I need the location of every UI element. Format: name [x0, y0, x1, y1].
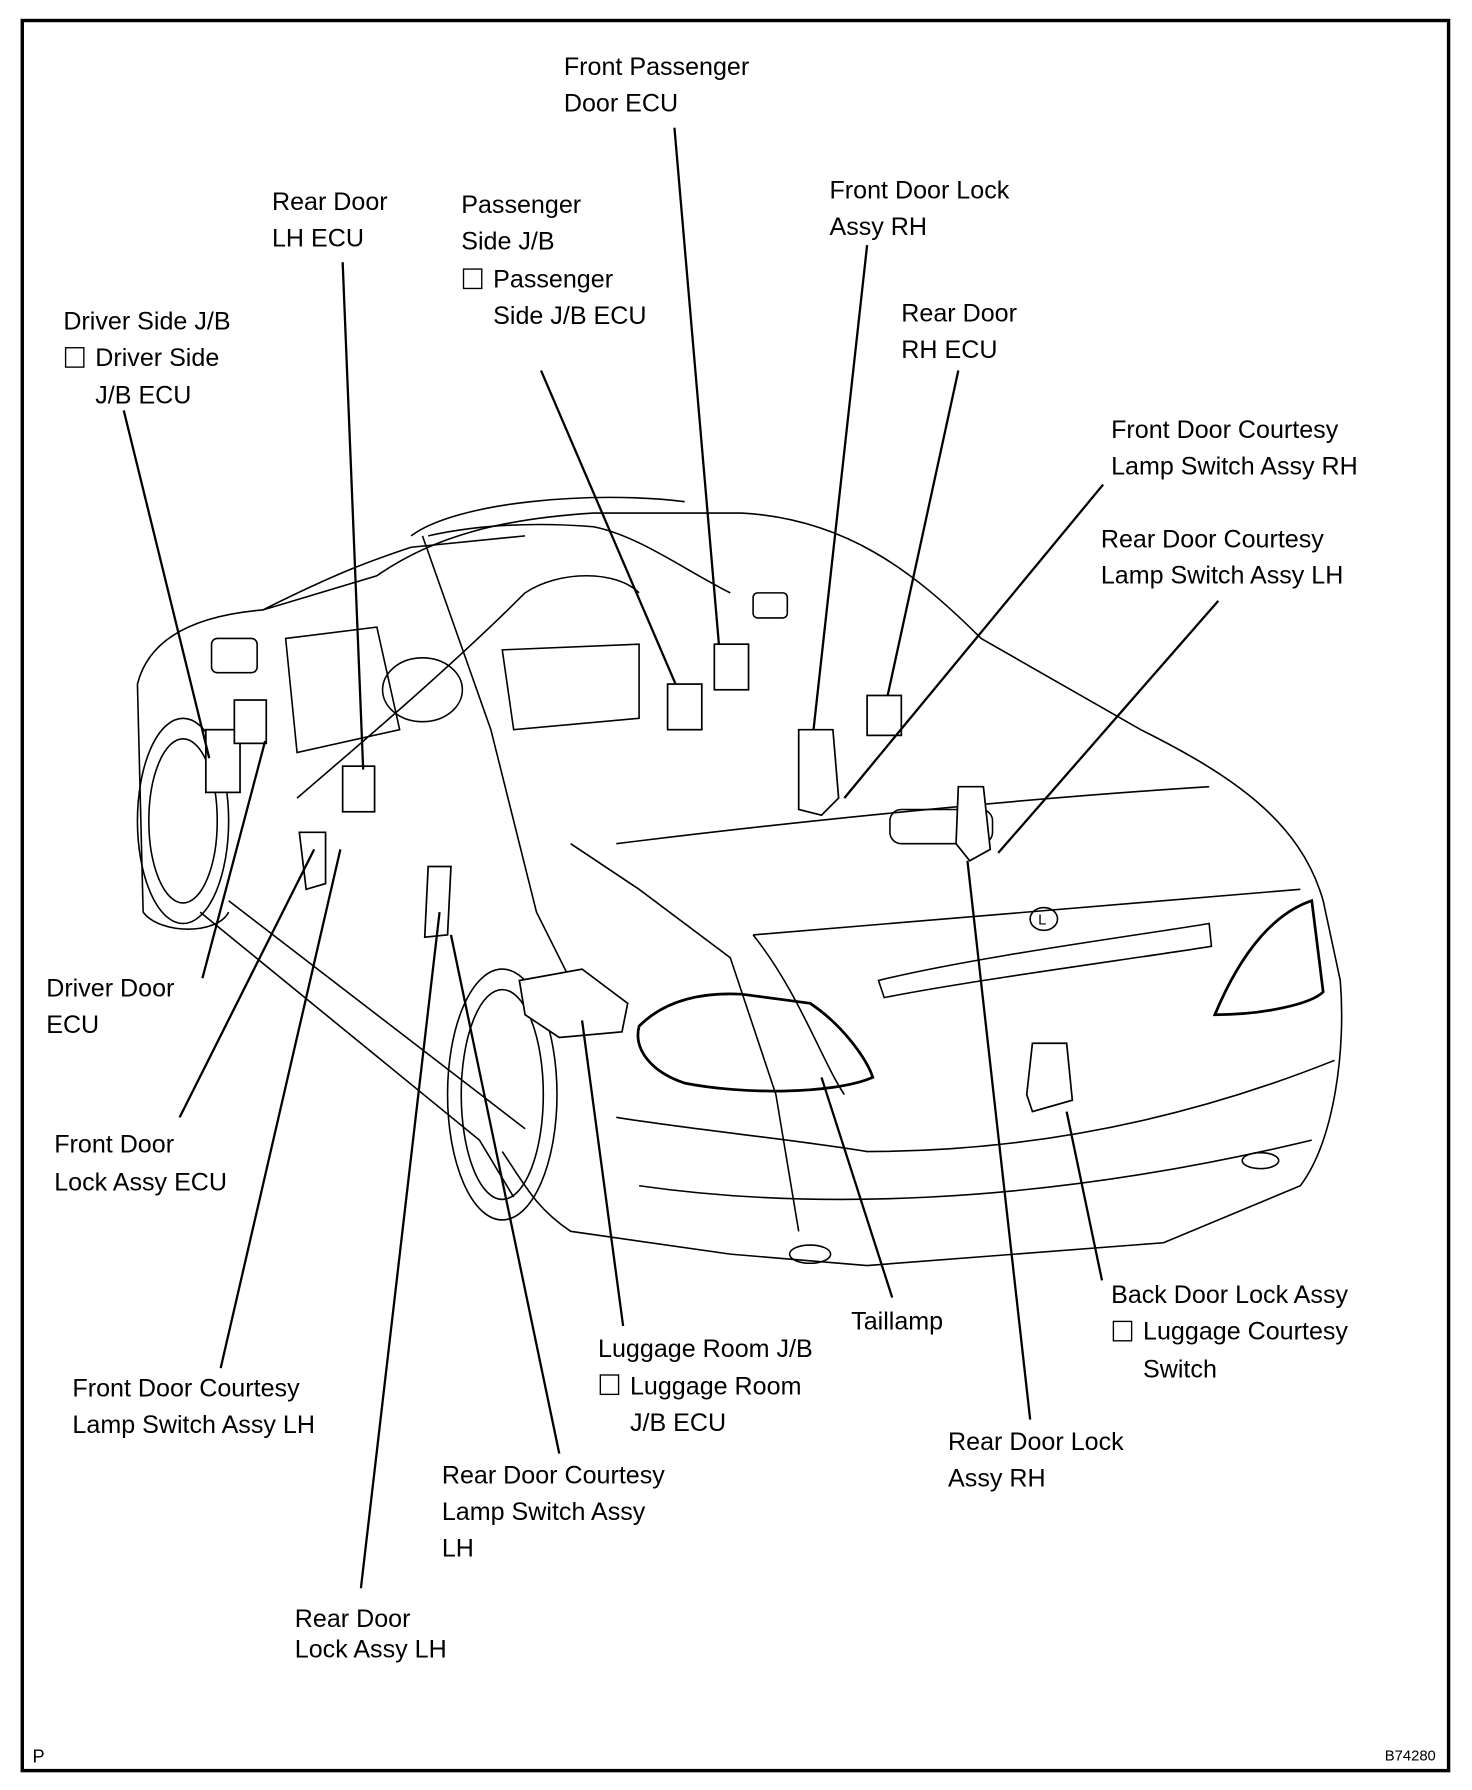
label-rear-door-courtesy-lh-bottom: Rear Door Courtesy Lamp Switch Assy LH [442, 1461, 665, 1562]
label-rear-door-rh-ecu: Rear Door RH ECU [901, 300, 1017, 364]
label-front-door-lock-assy-ecu: Front Door Lock Assy ECU [54, 1131, 227, 1197]
svg-text:Lamp Switch Assy LH: Lamp Switch Assy LH [72, 1411, 315, 1439]
label-front-door-courtesy-lh: Front Door Courtesy Lamp Switch Assy LH [72, 1375, 315, 1439]
svg-text:Passenger: Passenger [461, 191, 581, 219]
svg-text:Luggage Room: Luggage Room [630, 1372, 802, 1400]
svg-text:Rear Door Courtesy: Rear Door Courtesy [442, 1461, 665, 1489]
passenger-jb-ecu-part [666, 683, 703, 731]
checkbox-square-icon [64, 347, 85, 368]
figure-id: B74280 [1385, 1748, 1436, 1764]
checkbox-square-icon [462, 268, 483, 290]
svg-text:Lamp Switch Assy LH: Lamp Switch Assy LH [1101, 562, 1344, 590]
luggage-jb-part [518, 968, 629, 1039]
label-front-passenger-door-ecu: Front Passenger Door ECU [564, 53, 749, 117]
svg-text:Assy RH: Assy RH [948, 1465, 1046, 1493]
rear-door-rh-ecu-part [866, 694, 903, 737]
label-driver-side-jb: Driver Side J/B Driver Side J/B ECU [63, 307, 230, 409]
label-back-door-lock-assy: Back Door Lock Assy Luggage Courtesy Swi… [1111, 1281, 1348, 1383]
svg-text:Rear Door Lock: Rear Door Lock [948, 1428, 1124, 1456]
footer-left-mark: P [33, 1746, 45, 1767]
svg-text:Front Door Courtesy: Front Door Courtesy [1111, 416, 1339, 444]
svg-text:Lamp Switch Assy RH: Lamp Switch Assy RH [1111, 452, 1358, 480]
svg-text:LH: LH [442, 1534, 474, 1562]
label-passenger-side-jb: Passenger Side J/B Passenger Side J/B EC… [461, 191, 646, 330]
svg-text:Side J/B: Side J/B [461, 228, 554, 256]
svg-text:Front Door: Front Door [54, 1131, 174, 1159]
svg-text:Back Door Lock Assy: Back Door Lock Assy [1111, 1281, 1348, 1309]
rear-door-lh-ecu-part [341, 765, 376, 813]
svg-text:Rear Door: Rear Door [295, 1605, 411, 1633]
checkbox-square-icon [1112, 1320, 1133, 1342]
svg-text:Lock Assy ECU: Lock Assy ECU [54, 1168, 227, 1196]
svg-text:Passenger: Passenger [493, 265, 613, 293]
svg-text:Front Passenger: Front Passenger [564, 53, 749, 81]
driver-door-ecu-part [233, 699, 268, 745]
label-front-door-courtesy-rh: Front Door Courtesy Lamp Switch Assy RH [1111, 416, 1358, 480]
label-rear-door-lock-assy-rh: Rear Door Lock Assy RH [948, 1428, 1124, 1492]
svg-text:Rear Door: Rear Door [901, 300, 1017, 328]
svg-text:Lamp Switch Assy: Lamp Switch Assy [442, 1498, 646, 1526]
svg-text:Driver Door: Driver Door [46, 974, 174, 1002]
back-door-lock-part [1025, 1042, 1074, 1113]
svg-text:Assy RH: Assy RH [829, 213, 927, 241]
svg-text:Luggage Room J/B: Luggage Room J/B [598, 1335, 813, 1363]
label-rear-door-lh-ecu: Rear Door LH ECU [272, 188, 388, 252]
svg-text:Side J/B ECU: Side J/B ECU [493, 302, 646, 330]
component-parts [204, 643, 1074, 1113]
svg-text:Driver Side: Driver Side [95, 344, 219, 372]
label-rear-door-courtesy-lh-right: Rear Door Courtesy Lamp Switch Assy LH [1101, 525, 1344, 589]
svg-text:LH ECU: LH ECU [272, 224, 364, 252]
frame-border [20, 18, 1451, 1773]
svg-text:Driver Side J/B: Driver Side J/B [63, 307, 230, 335]
label-luggage-room-jb: Luggage Room J/B Luggage Room J/B ECU [598, 1335, 813, 1437]
car-illustration: L [136, 496, 1343, 1267]
front-door-lock-rh-part [797, 728, 840, 817]
svg-text:ECU: ECU [46, 1011, 99, 1039]
svg-text:Switch: Switch [1143, 1355, 1217, 1383]
svg-text:Door ECU: Door ECU [564, 90, 678, 118]
leader-lines [122, 127, 1220, 1589]
label-taillamp: Taillamp [851, 1307, 943, 1335]
svg-text:Front Door Lock: Front Door Lock [829, 176, 1009, 204]
svg-text:Front Door Courtesy: Front Door Courtesy [72, 1375, 300, 1403]
rear-door-lock-lh-part [423, 865, 452, 939]
svg-text:Lock Assy LH: Lock Assy LH [295, 1636, 447, 1664]
rear-door-lock-rh-part [955, 785, 992, 862]
front-passenger-door-ecu-part [713, 643, 750, 691]
label-driver-door-ecu: Driver Door ECU [46, 974, 174, 1038]
svg-text:Taillamp: Taillamp [851, 1307, 943, 1335]
svg-text:Rear Door Courtesy: Rear Door Courtesy [1101, 525, 1324, 553]
svg-text:Rear Door: Rear Door [272, 188, 388, 216]
emblem-letter: L [1038, 913, 1046, 929]
label-rear-door-lock-assy-lh: Rear Door Lock Assy LH [295, 1605, 447, 1664]
front-door-lock-lh-part [298, 831, 327, 891]
svg-text:J/B ECU: J/B ECU [630, 1409, 726, 1437]
svg-text:RH ECU: RH ECU [901, 336, 997, 364]
checkbox-square-icon [599, 1374, 620, 1396]
svg-text:Luggage Courtesy: Luggage Courtesy [1143, 1318, 1348, 1346]
label-front-door-lock-assy-rh: Front Door Lock Assy RH [829, 176, 1009, 240]
svg-text:J/B ECU: J/B ECU [95, 382, 191, 410]
